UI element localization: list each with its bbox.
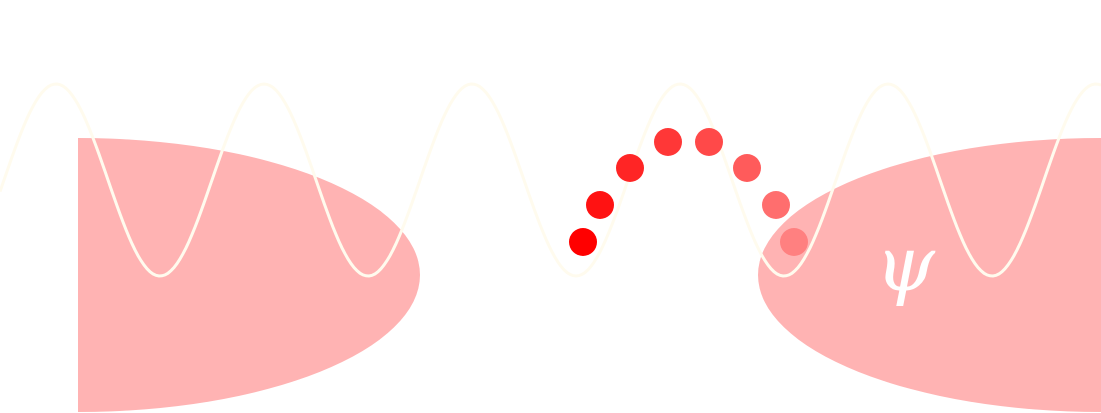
particle-dot bbox=[654, 128, 682, 156]
particle-dot bbox=[733, 154, 761, 182]
particle-trajectory bbox=[569, 128, 808, 256]
right-blob bbox=[758, 138, 1101, 412]
left-blob bbox=[78, 138, 420, 412]
psi-label: ψ bbox=[875, 219, 936, 308]
particle-dot bbox=[695, 128, 723, 156]
particle-dot bbox=[569, 228, 597, 256]
particle-dot bbox=[616, 154, 644, 182]
particle-dot bbox=[780, 228, 808, 256]
particle-dot bbox=[586, 191, 614, 219]
wave-curve bbox=[0, 82, 1101, 278]
particle-dot bbox=[762, 191, 790, 219]
